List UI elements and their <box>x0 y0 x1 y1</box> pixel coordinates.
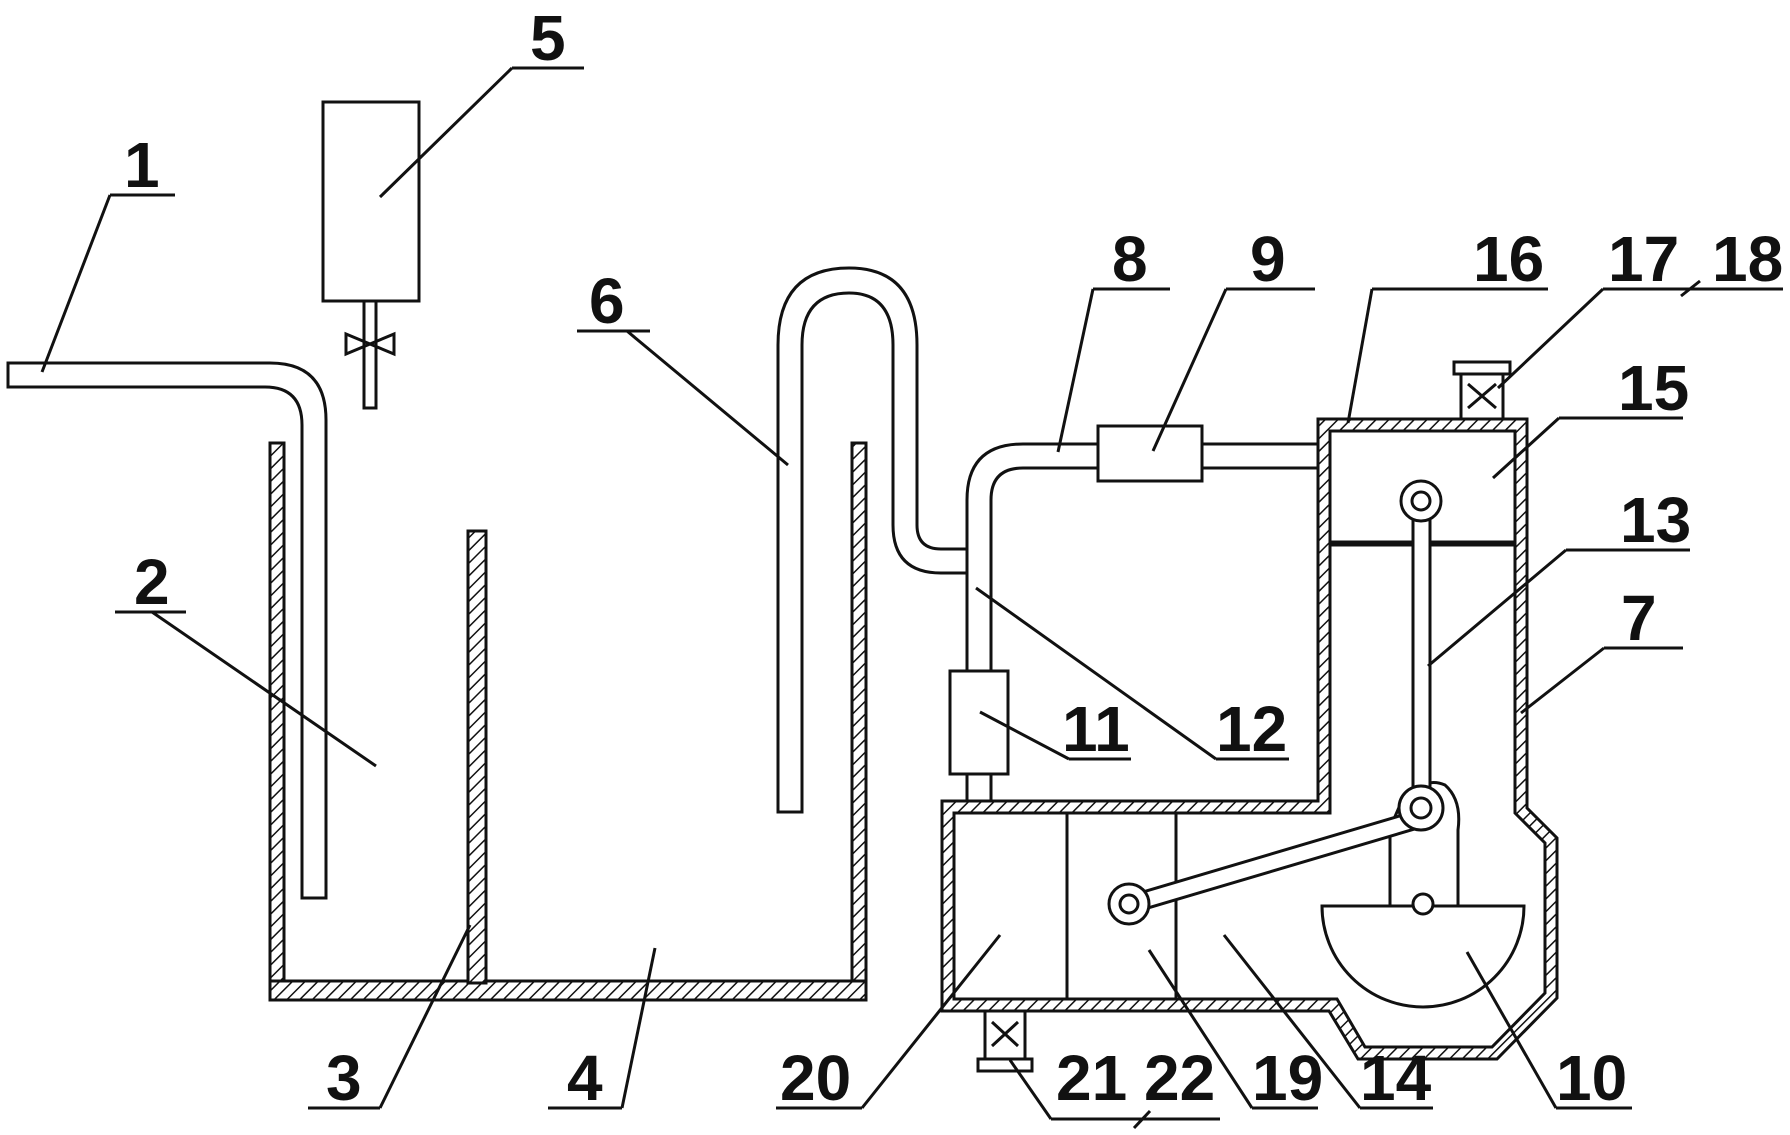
label-16: 16 <box>1473 223 1544 295</box>
label-20: 20 <box>780 1042 851 1114</box>
top-vent-valve <box>1452 360 1512 421</box>
label-12: 12 <box>1216 693 1287 765</box>
label-17: 17 <box>1608 223 1679 295</box>
dosing-outlet-pipe <box>362 299 378 410</box>
leader-lines <box>40 66 1783 1130</box>
pipe-8 <box>965 442 1098 674</box>
dosing-device <box>321 100 421 410</box>
valve-9 <box>1096 424 1204 483</box>
label-21: 21 <box>1056 1042 1127 1114</box>
sector-pivot <box>1411 892 1435 916</box>
label-14: 14 <box>1360 1042 1432 1114</box>
pivot-rocker-inner <box>1409 796 1433 820</box>
label-15: 15 <box>1618 352 1689 424</box>
connecting-rod-13 <box>1411 499 1432 814</box>
label-2: 2 <box>134 546 170 618</box>
tank-bottom-wall <box>268 979 868 1002</box>
pump-housing <box>940 417 1559 1061</box>
label-6: 6 <box>589 265 625 337</box>
inlet-pipe <box>6 361 328 900</box>
pivot-19-inner <box>1118 893 1140 915</box>
label-5: 5 <box>530 2 566 74</box>
bottom-drain-valve <box>976 1009 1034 1073</box>
label-19: 19 <box>1252 1042 1323 1114</box>
label-3: 3 <box>326 1042 362 1114</box>
dosing-valve-icon <box>344 331 396 357</box>
label-4: 4 <box>567 1042 603 1114</box>
label-11: 11 <box>1062 693 1130 765</box>
label-18: 18 <box>1712 223 1783 295</box>
label-9: 9 <box>1250 223 1286 295</box>
pivot-15-inner <box>1410 490 1432 512</box>
sector-weight <box>1320 904 1526 1009</box>
label-22: 22 <box>1144 1042 1215 1114</box>
label-7: 7 <box>1621 582 1657 654</box>
label-1: 1 <box>124 129 160 201</box>
dosing-container <box>321 100 421 303</box>
tank-left-wall <box>268 441 286 1002</box>
label-8: 8 <box>1112 223 1148 295</box>
pipe-to-housing <box>1202 442 1318 470</box>
label-10: 10 <box>1556 1042 1627 1114</box>
connecting-rod-14 <box>1124 810 1420 915</box>
tank-right-wall <box>850 441 868 1002</box>
partition-wall <box>466 529 488 985</box>
siphon-pipe <box>776 266 969 814</box>
tank <box>268 441 868 1002</box>
label-13: 13 <box>1620 484 1691 556</box>
